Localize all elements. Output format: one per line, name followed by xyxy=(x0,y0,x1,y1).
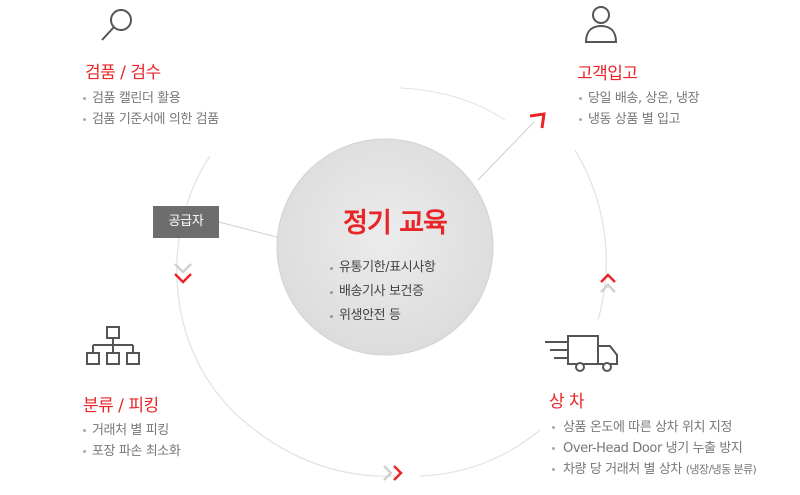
warehousing-list: 당일 배송, 상온, 냉장 냉동 상품 별 입고 xyxy=(578,88,700,130)
chevron-down-double-icon xyxy=(174,263,192,284)
inspection-title: 검품 / 검수 xyxy=(85,63,161,83)
sorting-list-item: 포장 파손 최소화 xyxy=(82,441,181,462)
hierarchy-icon xyxy=(86,326,140,365)
loading-title: 상 차 xyxy=(549,392,585,412)
center-circle xyxy=(276,138,494,356)
loading-list: 상품 온도에 따른 상차 위치 지정 Over-Head Door 냉기 누출 … xyxy=(551,417,757,480)
loading-last-item: 차량 당 거래처 별 상차 xyxy=(563,462,682,477)
truck-icon xyxy=(545,335,618,372)
warehousing-list-item: 당일 배송, 상온, 냉장 xyxy=(578,88,700,109)
connector-supplier-center xyxy=(218,221,289,241)
inspection-list-item: 검품 캘린더 활용 xyxy=(82,88,219,109)
arrow-up-right-icon xyxy=(529,112,546,129)
center-list-item: 배송기사 보건증 xyxy=(329,280,435,304)
ring-arc-top xyxy=(399,87,506,121)
loading-list-item: 차량 당 거래처 별 상차 (냉장/냉동 분류) xyxy=(551,459,757,480)
supplier-badge: 공급자 xyxy=(153,206,219,238)
connector-center-warehousing xyxy=(477,121,535,181)
center-list-item: 위생안전 등 xyxy=(329,304,435,328)
inspection-list-item: 검품 기준서에 의한 검품 xyxy=(82,109,219,130)
sorting-title: 분류 / 피킹 xyxy=(83,396,159,416)
loading-last-item-note: (냉장/냉동 분류) xyxy=(685,463,757,476)
warehousing-list-item: 냉동 상품 별 입고 xyxy=(578,109,699,130)
center-list-item: 유통기한/표시사항 xyxy=(329,256,436,280)
sorting-list-item: 거래처 별 피킹 xyxy=(82,420,180,441)
search-icon xyxy=(101,9,132,41)
loading-list-item: Over-Head Door 냉기 누출 방지 xyxy=(551,438,756,459)
loading-list-item: 상품 온도에 따른 상차 위치 지정 xyxy=(551,417,756,438)
chevron-right-double-icon xyxy=(383,465,403,481)
person-icon xyxy=(584,6,618,43)
warehousing-title: 고객입고 xyxy=(577,64,638,84)
ring-arc-bottom-right xyxy=(419,429,541,477)
ring-arc-right xyxy=(574,149,607,321)
center-list: 유통기한/표시사항 배송기사 보건증 위생안전 등 xyxy=(329,256,436,328)
inspection-list: 검품 캘린더 활용 검품 기준서에 의한 검품 xyxy=(82,88,219,130)
sorting-list: 거래처 별 피킹 포장 파손 최소화 xyxy=(82,420,181,462)
center-title: 정기 교육 xyxy=(343,208,448,239)
chevron-up-double-icon xyxy=(600,273,616,293)
